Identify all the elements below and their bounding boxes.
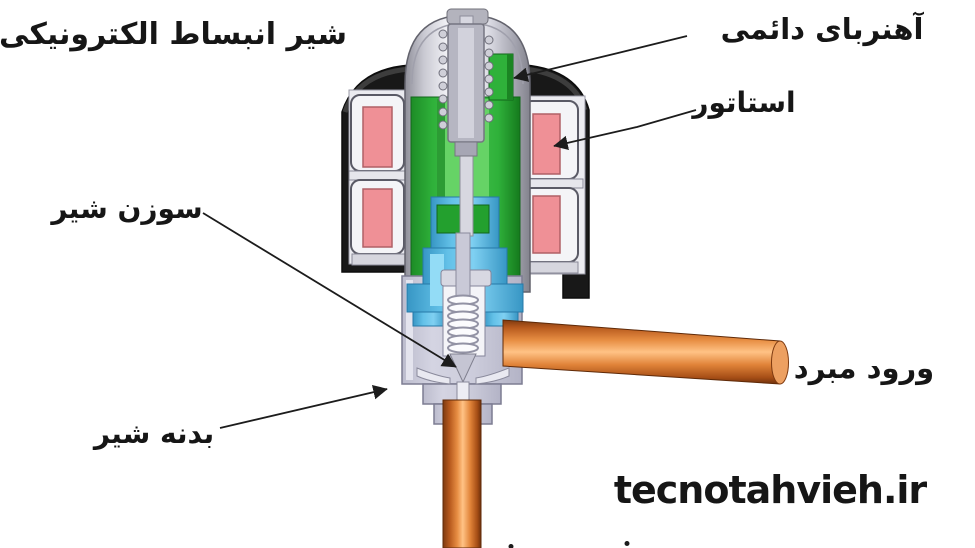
inlet-pipe-end	[771, 340, 789, 385]
seat-left	[416, 367, 451, 385]
pole-divider	[348, 170, 410, 181]
nut-skirt-left	[412, 311, 448, 327]
watermark-text: tecnotahvieh.ir	[614, 468, 928, 512]
coil-base	[351, 253, 407, 266]
stator-coil	[362, 188, 393, 248]
label-valve-needle: سوزن شیر	[49, 192, 202, 225]
seat-right	[475, 367, 510, 385]
label-stator: استاتور	[690, 86, 795, 119]
valve-body-arrow	[219, 385, 388, 429]
diagram-title: شیر انبساط الکترونیکی	[0, 17, 347, 52]
bottom-text-fragment	[624, 541, 630, 546]
refrigerant-outlet-pipe	[442, 399, 482, 548]
label-valve-body: بدنه شیر	[92, 417, 214, 450]
valve-needle-arrow	[202, 212, 457, 368]
permanent-magnet-arrow	[513, 35, 688, 82]
shaft-collar	[454, 141, 478, 157]
coil-base	[522, 261, 579, 274]
stator-coil	[532, 195, 561, 254]
bottom-text-fragment	[508, 544, 514, 548]
motor-shaft-assembly	[438, 15, 494, 237]
stator-coil	[362, 106, 393, 168]
inlet-pipe-tube	[502, 319, 781, 385]
stator-arrow	[553, 109, 697, 151]
label-permanent-magnet: آهنربای دائمی	[721, 11, 925, 46]
body-highlight	[406, 280, 413, 380]
refrigerant-inlet-pipe	[502, 319, 789, 385]
outlet-pipe-tube	[442, 399, 482, 548]
label-refrigerant-inlet: ورود مبرد	[794, 351, 934, 385]
nut-highlight	[430, 254, 444, 306]
stator-coil	[532, 113, 561, 175]
needle-stem	[455, 232, 471, 300]
shaft-tube-highlight	[458, 28, 474, 138]
rotor-cavity-shadow	[437, 99, 445, 207]
stator-coil-assembly	[348, 89, 586, 275]
magnet-segment-edge	[507, 54, 513, 100]
needle-spring	[447, 294, 479, 354]
rotor-spring	[438, 29, 494, 130]
